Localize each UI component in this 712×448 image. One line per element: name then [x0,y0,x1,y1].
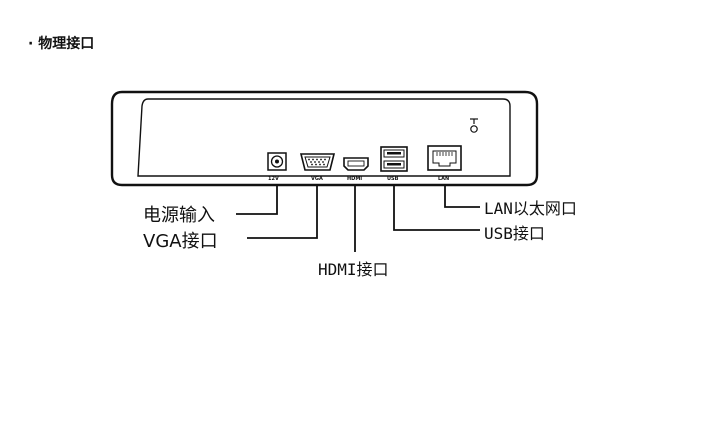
lan-ethernet-label: LAN以太网口 [484,199,577,218]
ground-icon [470,118,478,133]
vga-port [299,153,336,171]
power-input-label: 电源输入 [143,205,215,226]
vga-leader [247,184,318,239]
usb-port-tag: USB [387,176,399,182]
lan-port [427,145,462,171]
power-port-tag: 12V [268,176,279,182]
usb-leader [393,184,480,231]
power-leader [236,184,278,215]
vga-port-tag: VGA [311,176,323,182]
device-inner-panel [137,98,511,177]
hdmi-interface-label: HDMI接口 [318,260,389,279]
hdmi-port [343,157,369,171]
device-outline [110,90,539,187]
section-heading: · 物理接口 [28,36,95,52]
usb-interface-label: USB接口 [484,224,545,243]
lan-leader [444,184,480,208]
power-port [267,152,287,171]
usb-port [380,146,408,172]
hdmi-port-tag: HDMI [347,176,362,182]
lan-port-tag: LAN [438,176,449,182]
vga-interface-label: VGA接口 [143,231,218,252]
